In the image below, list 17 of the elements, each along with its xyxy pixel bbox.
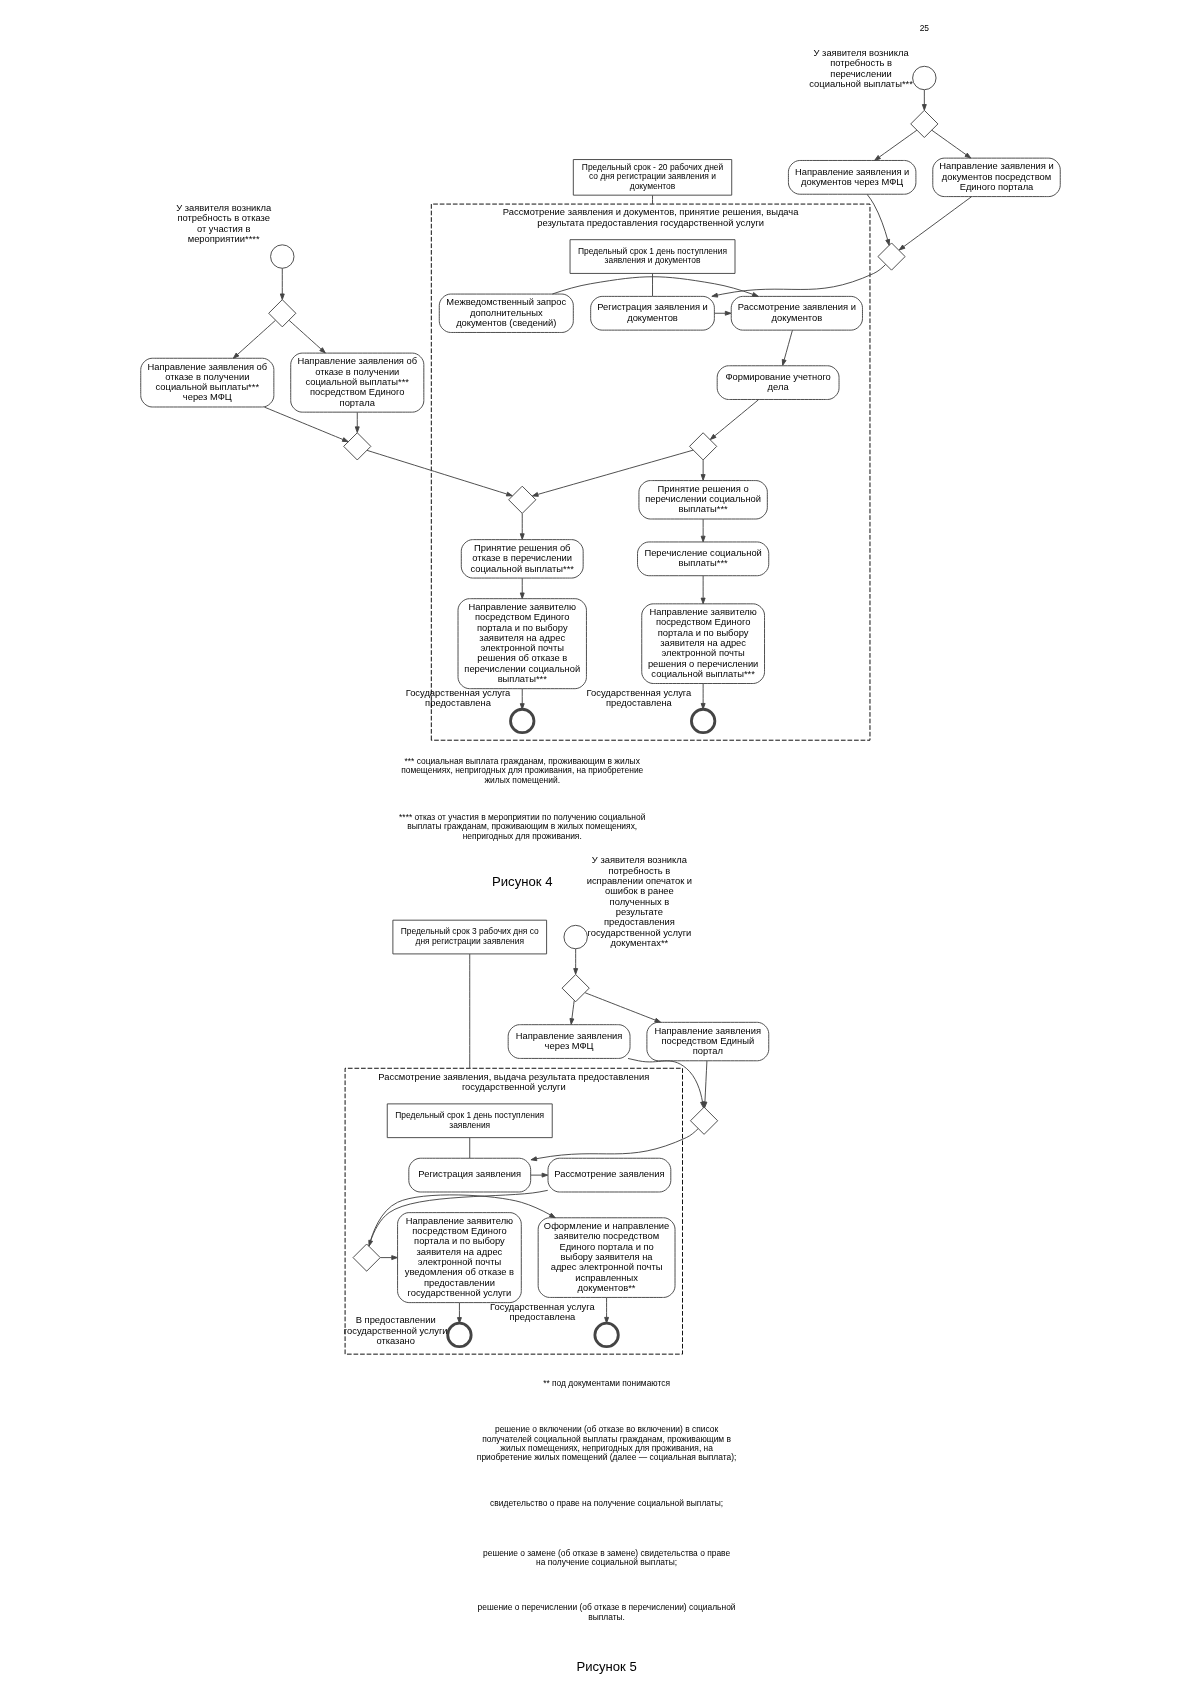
node-label: У заявителя возникла потребность в отказе от участия в мероприятии****: [175, 203, 271, 245]
label: решение о включении (об отказе во включении) в список получателей социальной выплаты гражданам, проживающим в жилых помещениях, непригодных для проживания, на приобретение жилых помещений (далее — социальная выплата);: [476, 1424, 736, 1463]
label: 25: [919, 22, 929, 33]
label: ** под документами понимаются: [542, 1378, 670, 1389]
label: свидетельство о праве на получение социальной выплаты;: [489, 1498, 723, 1509]
node-label: Государственная услуга предоставлена: [586, 688, 691, 709]
node-label: У заявителя возникла потребность в перечислении социальной выплаты***: [808, 47, 913, 89]
node-label: У заявителя возникла потребность в исправлении опечаток и ошибок в ранее полученных в результате предоставления государственной услуги документах**: [586, 855, 692, 948]
label: Рисунок 5: [575, 1658, 637, 1674]
node-label: В предоставлении государственной услуги отказано: [343, 1315, 448, 1346]
node-label: Государственная услуга предоставлена: [489, 1302, 595, 1323]
label: Рисунок 4: [491, 874, 552, 890]
label: **** отказ от участия в мероприятии по получению социальной выплаты гражданам, проживающим в жилых помещениях, непригодных для проживания.: [398, 812, 645, 841]
node-label: Государственная услуга предоставлена: [405, 688, 510, 709]
label: *** социальная выплата гражданам, проживающим в жилых помещениях, непригодных для проживания, на приобретение жилых помещений.: [400, 755, 643, 785]
label: решение о перечислении (об отказе в перечислении) социальной выплаты.: [477, 1602, 736, 1622]
label: решение о замене (об отказе в замене) свидетельства о праве на получение социальной выплаты;: [482, 1547, 730, 1568]
